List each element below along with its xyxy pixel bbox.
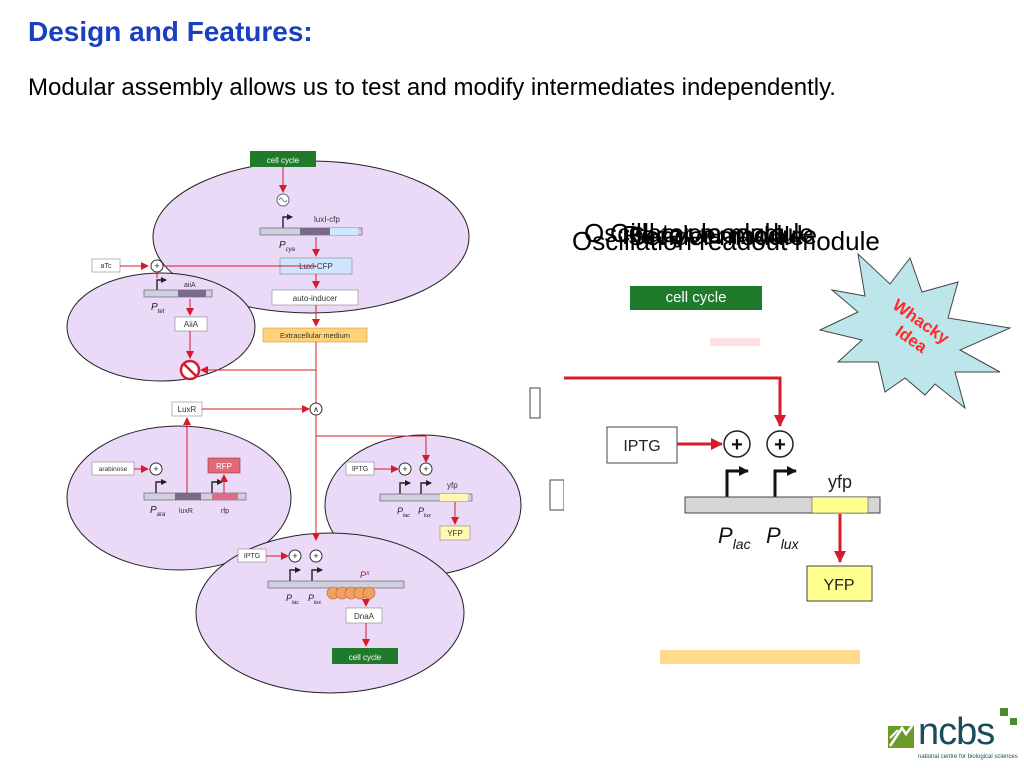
cell-cycle-overlay-box: cell cycle [630,286,762,310]
aiia-protein-label: AiiA [184,320,199,329]
module-title-readout: Oscillation readout module [572,226,880,256]
yfp-small-protein-box [439,525,471,541]
rfp-protein-box [207,457,241,474]
p-x-label: PX [360,570,370,580]
module-title-cell-cycle: Cell cycle module [610,218,814,248]
p-lux-bottom-label: Plux [308,593,321,606]
module-title-oscillator: Oscillator module [584,218,785,248]
rfp-protein-label: RFP [216,462,232,471]
top-cell-cycle-box [250,151,316,167]
zoom-iptg-box [606,426,678,464]
promoter-arrow-ara [155,479,167,493]
ncbs-logo-tagline: national centre for biological sciences [918,754,1018,760]
p-lac-small-label: Plac [397,506,410,519]
p-tet-label: Ptet [151,302,165,315]
aiia-protein-box [174,316,208,332]
module-title-sender: Sender module [628,221,805,251]
yfp-small-protein-label: YFP [447,529,463,538]
svg-text:+: + [292,551,297,561]
iptg-small-plus [398,462,412,476]
iptg-bottom-label: IPTG [244,553,260,560]
svg-text:+: + [313,551,318,561]
aiia-module-ellipse [66,272,256,382]
p-cya-sub: cya [286,247,296,253]
ncbs-logo: ncbs national centre for biological scie… [882,708,1022,764]
dnaa-protein-label: DnaA [354,612,375,621]
promoter-arrow-rfp [211,479,223,493]
p-lac-bottom-label: Plac [286,593,299,606]
whacky-idea-starburst [818,252,1012,410]
promoter-arrow-cya [282,214,293,228]
yfp-small-backbone [379,493,473,502]
promoter-arrow-lux-small [420,480,432,494]
p-ara-label: Para [150,505,166,518]
extracellular-medium-label: Extracellular medium [280,331,350,340]
module-title-receiver: Receiver module [622,220,818,250]
svg-text:+: + [423,464,428,474]
slide-title: Design and Features: [28,16,313,47]
luxi-cfp-gene-label: luxI-cfp [314,215,340,224]
promoter-arrow-lac-bottom [289,567,301,581]
zoom-lux-plus [766,430,794,458]
ncbs-logo-icon [888,708,1017,748]
rfp-gene-label: rfp [221,508,229,515]
auto-inducer-label: auto-inducer [293,294,338,303]
p-cya-label: Pcya [279,240,296,253]
zoom-iptg-label: IPTG [623,438,660,455]
top-cell-cycle-label: cell cycle [267,156,300,165]
zoom-promoter-lac [725,466,749,497]
zoom-iptg-plus [723,430,751,458]
promoter-arrow-lac-small [399,480,411,494]
svg-text:+: + [731,434,743,456]
lux-small-plus [419,462,433,476]
svg-text:+: + [774,434,786,456]
zoom-yfp-protein-box [806,565,873,602]
promoter-arrow-tet [156,277,167,290]
arabinose-plus-node [149,462,163,476]
yfp-small-gene-label: yfp [447,481,458,490]
svg-text:+: + [402,464,407,474]
zoom-p-lac-label: Plac [718,523,751,552]
luxr-protein-label: LuxR [178,405,197,414]
iptg-small-label: IPTG [352,466,368,473]
atc-label: aTc [101,263,112,270]
p-lux-small-label: Plux [418,506,431,519]
aiia-gene-label: aiiA [184,282,196,289]
bottom-cell-cycle-label: cell cycle [349,653,382,662]
promoter-arrow-lux-bottom [311,567,323,581]
ncbs-logo-text: ncbs [918,711,995,753]
auto-inducer-box [271,289,359,306]
iptg-bottom-plus [288,549,302,563]
dnaa-protein-box [345,607,383,624]
lux-bottom-plus [309,549,323,563]
extracellular-medium-box [262,327,368,343]
svg-text:+: + [154,261,159,271]
zoom-yfp-gene-label: yfp [828,472,852,492]
module-title-stack: Oscillator module Cell cycle module Rece… [562,218,912,262]
zoom-promoter-lux [773,466,797,497]
luxr-gene-label: luxR [179,508,193,515]
arabinose-label: arabinose [99,466,128,473]
bottom-cell-cycle-box [332,648,398,664]
svg-text:∧: ∧ [313,405,319,414]
zoom-yfp-protein-label: YFP [823,577,854,594]
zoom-p-lux-label: Plux [766,523,800,552]
svg-text:+: + [153,464,158,474]
slide-subtitle: Modular assembly allows us to test and m… [28,74,836,101]
